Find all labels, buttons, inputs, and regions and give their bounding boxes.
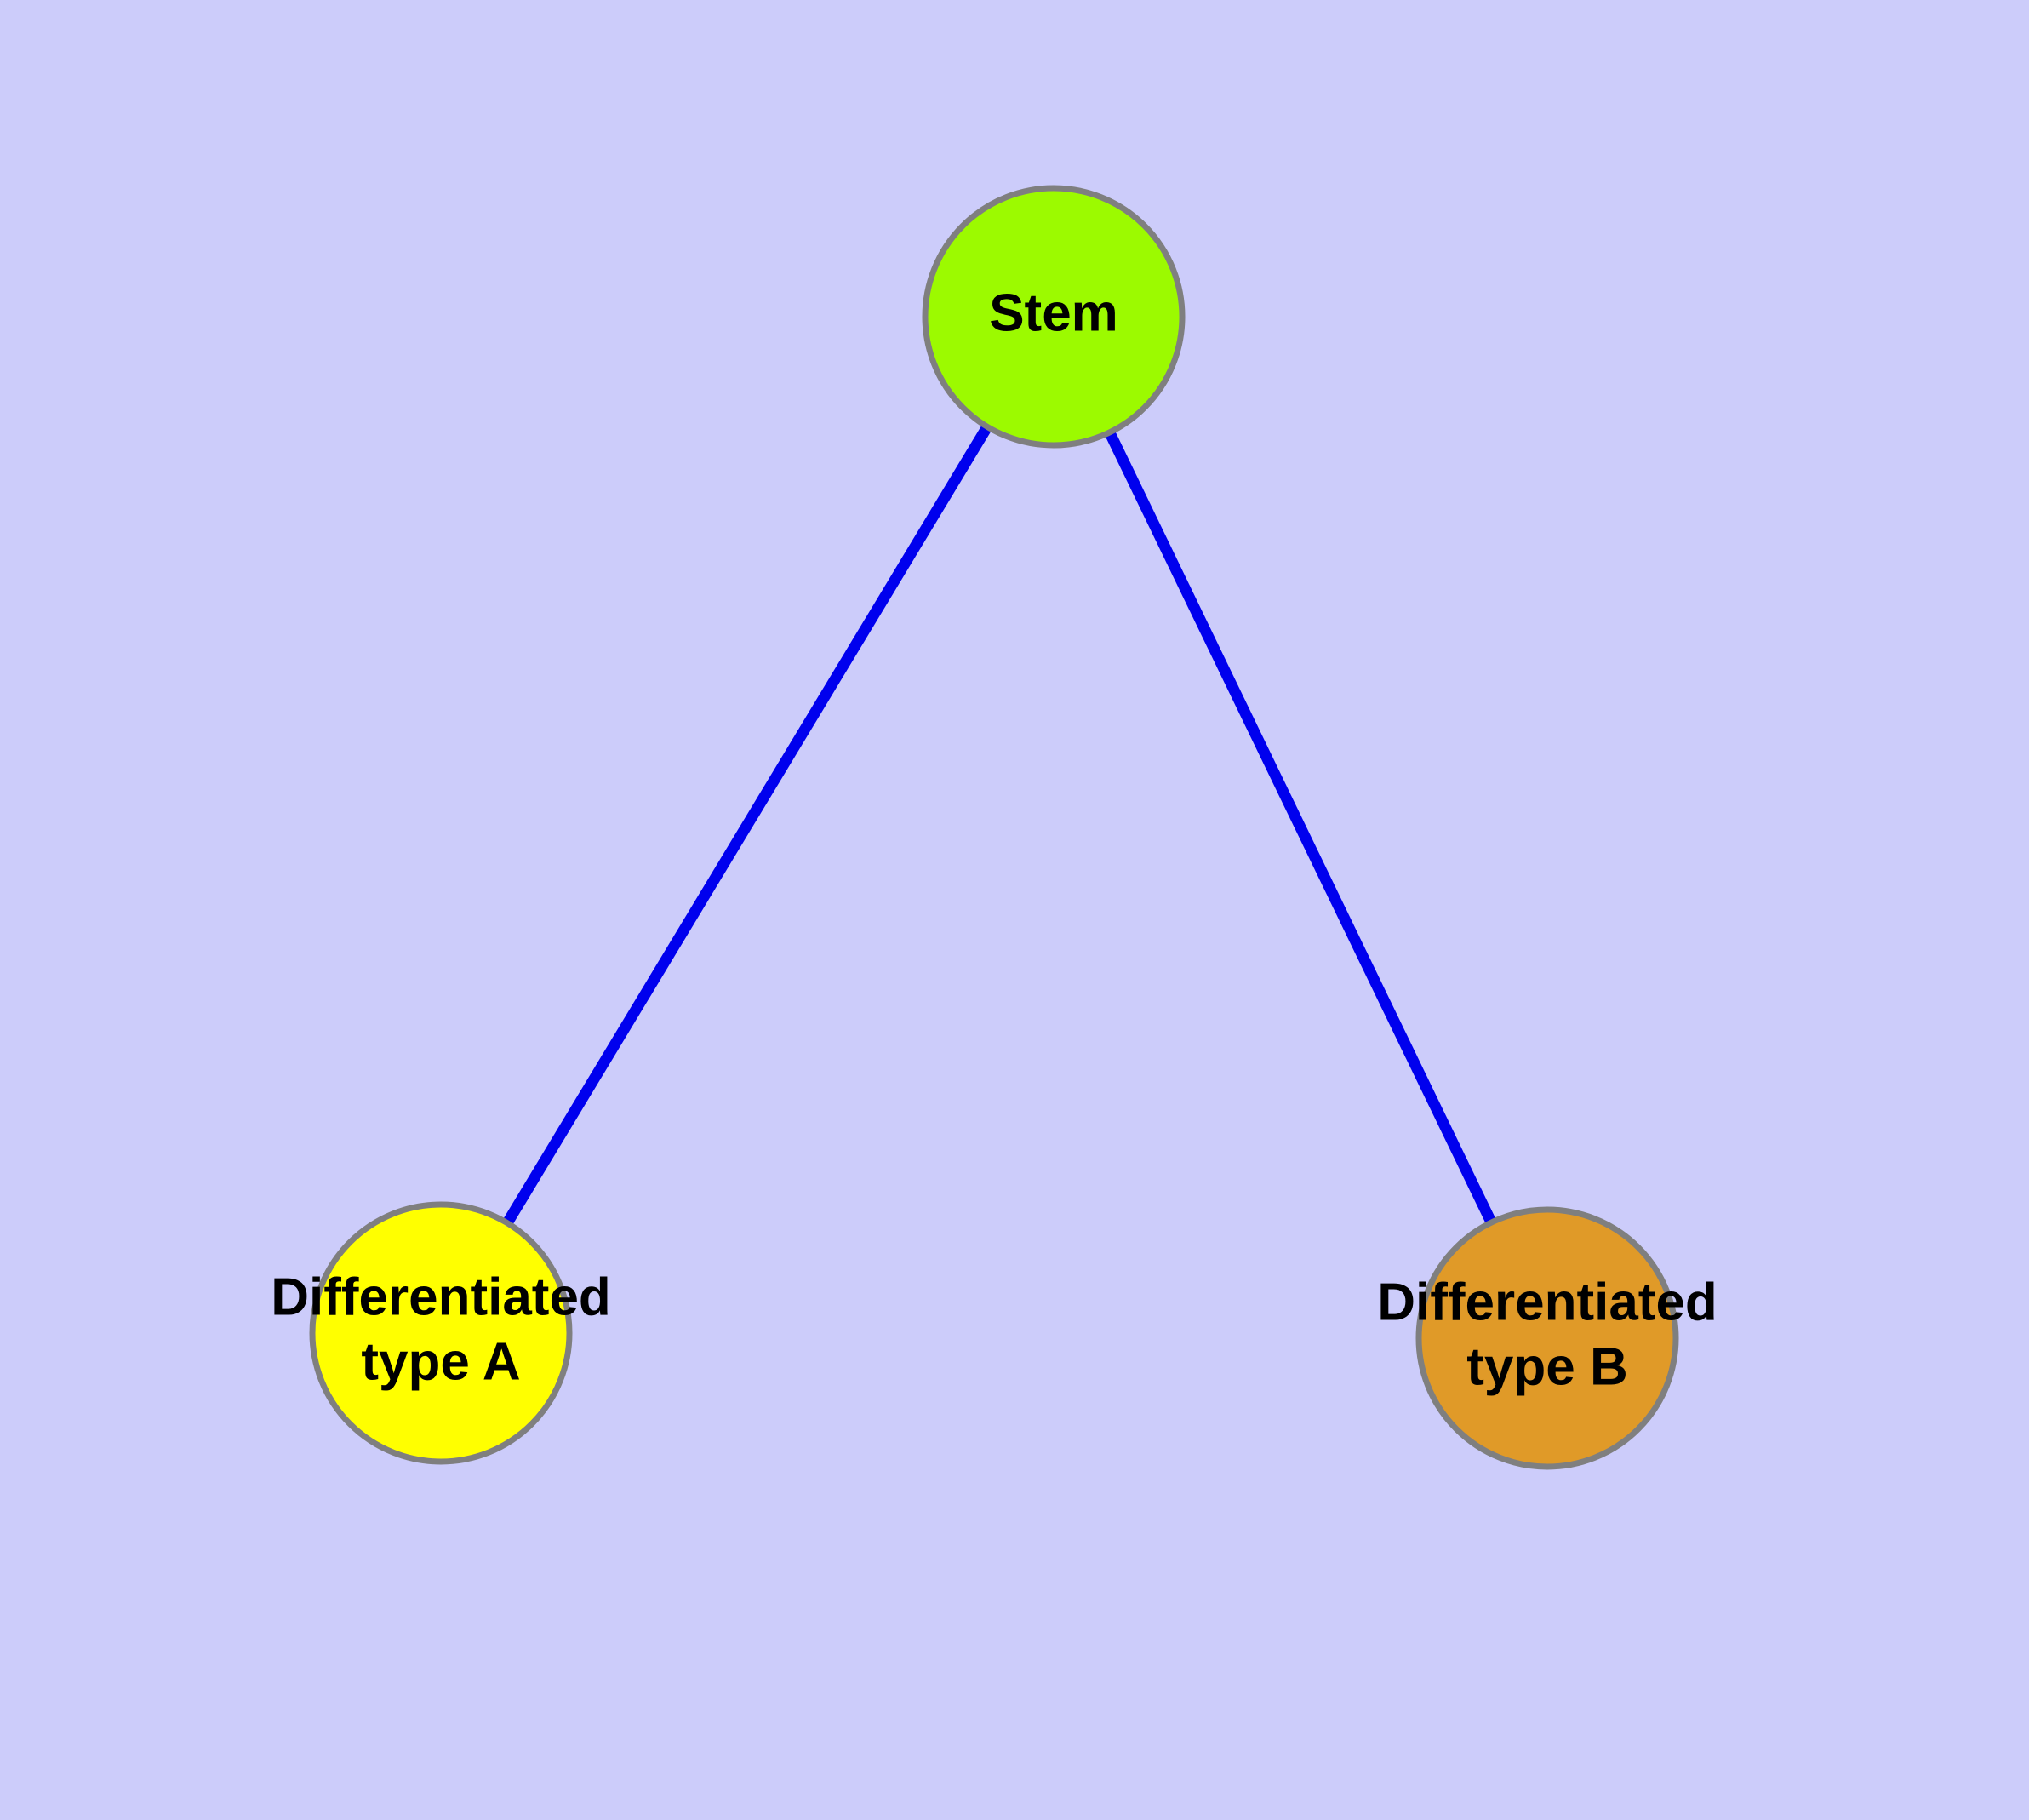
node-label-line: Differentiated (1377, 1273, 1718, 1331)
node-label-line: type A (361, 1332, 520, 1391)
graph-edge-stem-to-diff-b (1049, 314, 1552, 1341)
graph-node-label-stem: Stem (989, 283, 1118, 342)
node-label-line: Differentiated (271, 1268, 611, 1326)
graph-node-diff-b[interactable] (1415, 1206, 1679, 1470)
edges-layer (436, 313, 1552, 1341)
graph-node-label-diff-a: Differentiated type A (271, 1268, 611, 1391)
node-label-line: Stem (989, 283, 1118, 342)
graph-node-stem[interactable] (922, 185, 1186, 449)
graph-edge-stem-to-diff-a (436, 313, 1059, 1336)
graph-node-diff-a[interactable] (309, 1201, 573, 1465)
node-label-line: type B (1466, 1337, 1627, 1396)
graph-node-label-diff-b: Differentiated type B (1377, 1273, 1718, 1396)
nodes-layer (309, 185, 1679, 1470)
